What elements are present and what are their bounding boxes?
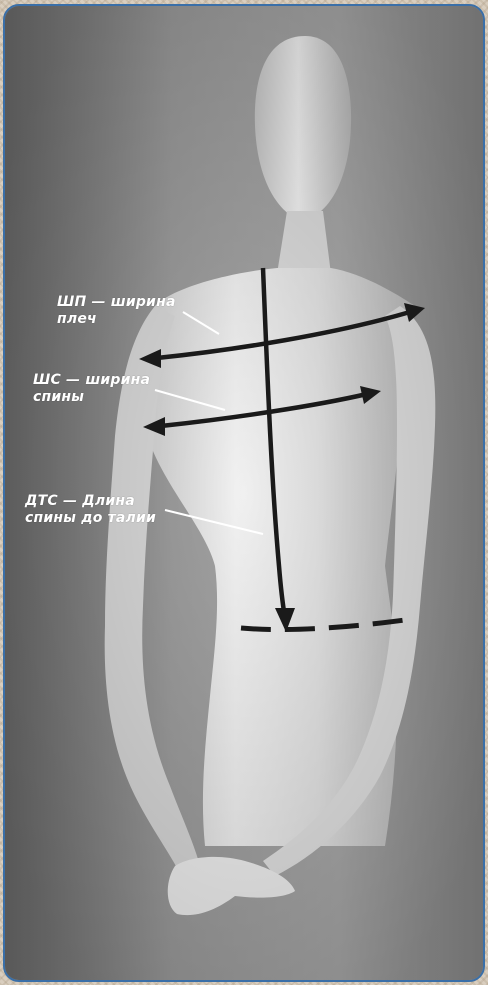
label-shoulder-width-line2: плеч (57, 311, 176, 328)
label-back-width-line2: спины (33, 389, 150, 406)
label-shoulder-width: ШП — ширина плеч (57, 294, 176, 328)
label-back-length-line1: ДТС — Длина (25, 493, 156, 510)
label-shoulder-width-line1: ШП — ширина (57, 294, 176, 311)
label-back-length: ДТС — Длина спины до талии (25, 493, 156, 527)
label-back-width-line1: ШС — ширина (33, 372, 150, 389)
label-back-length-line2: спины до талии (25, 510, 156, 527)
figure-frame: ШП — ширина плеч ШС — ширина спины ДТС —… (3, 4, 485, 982)
label-back-width: ШС — ширина спины (33, 372, 150, 406)
